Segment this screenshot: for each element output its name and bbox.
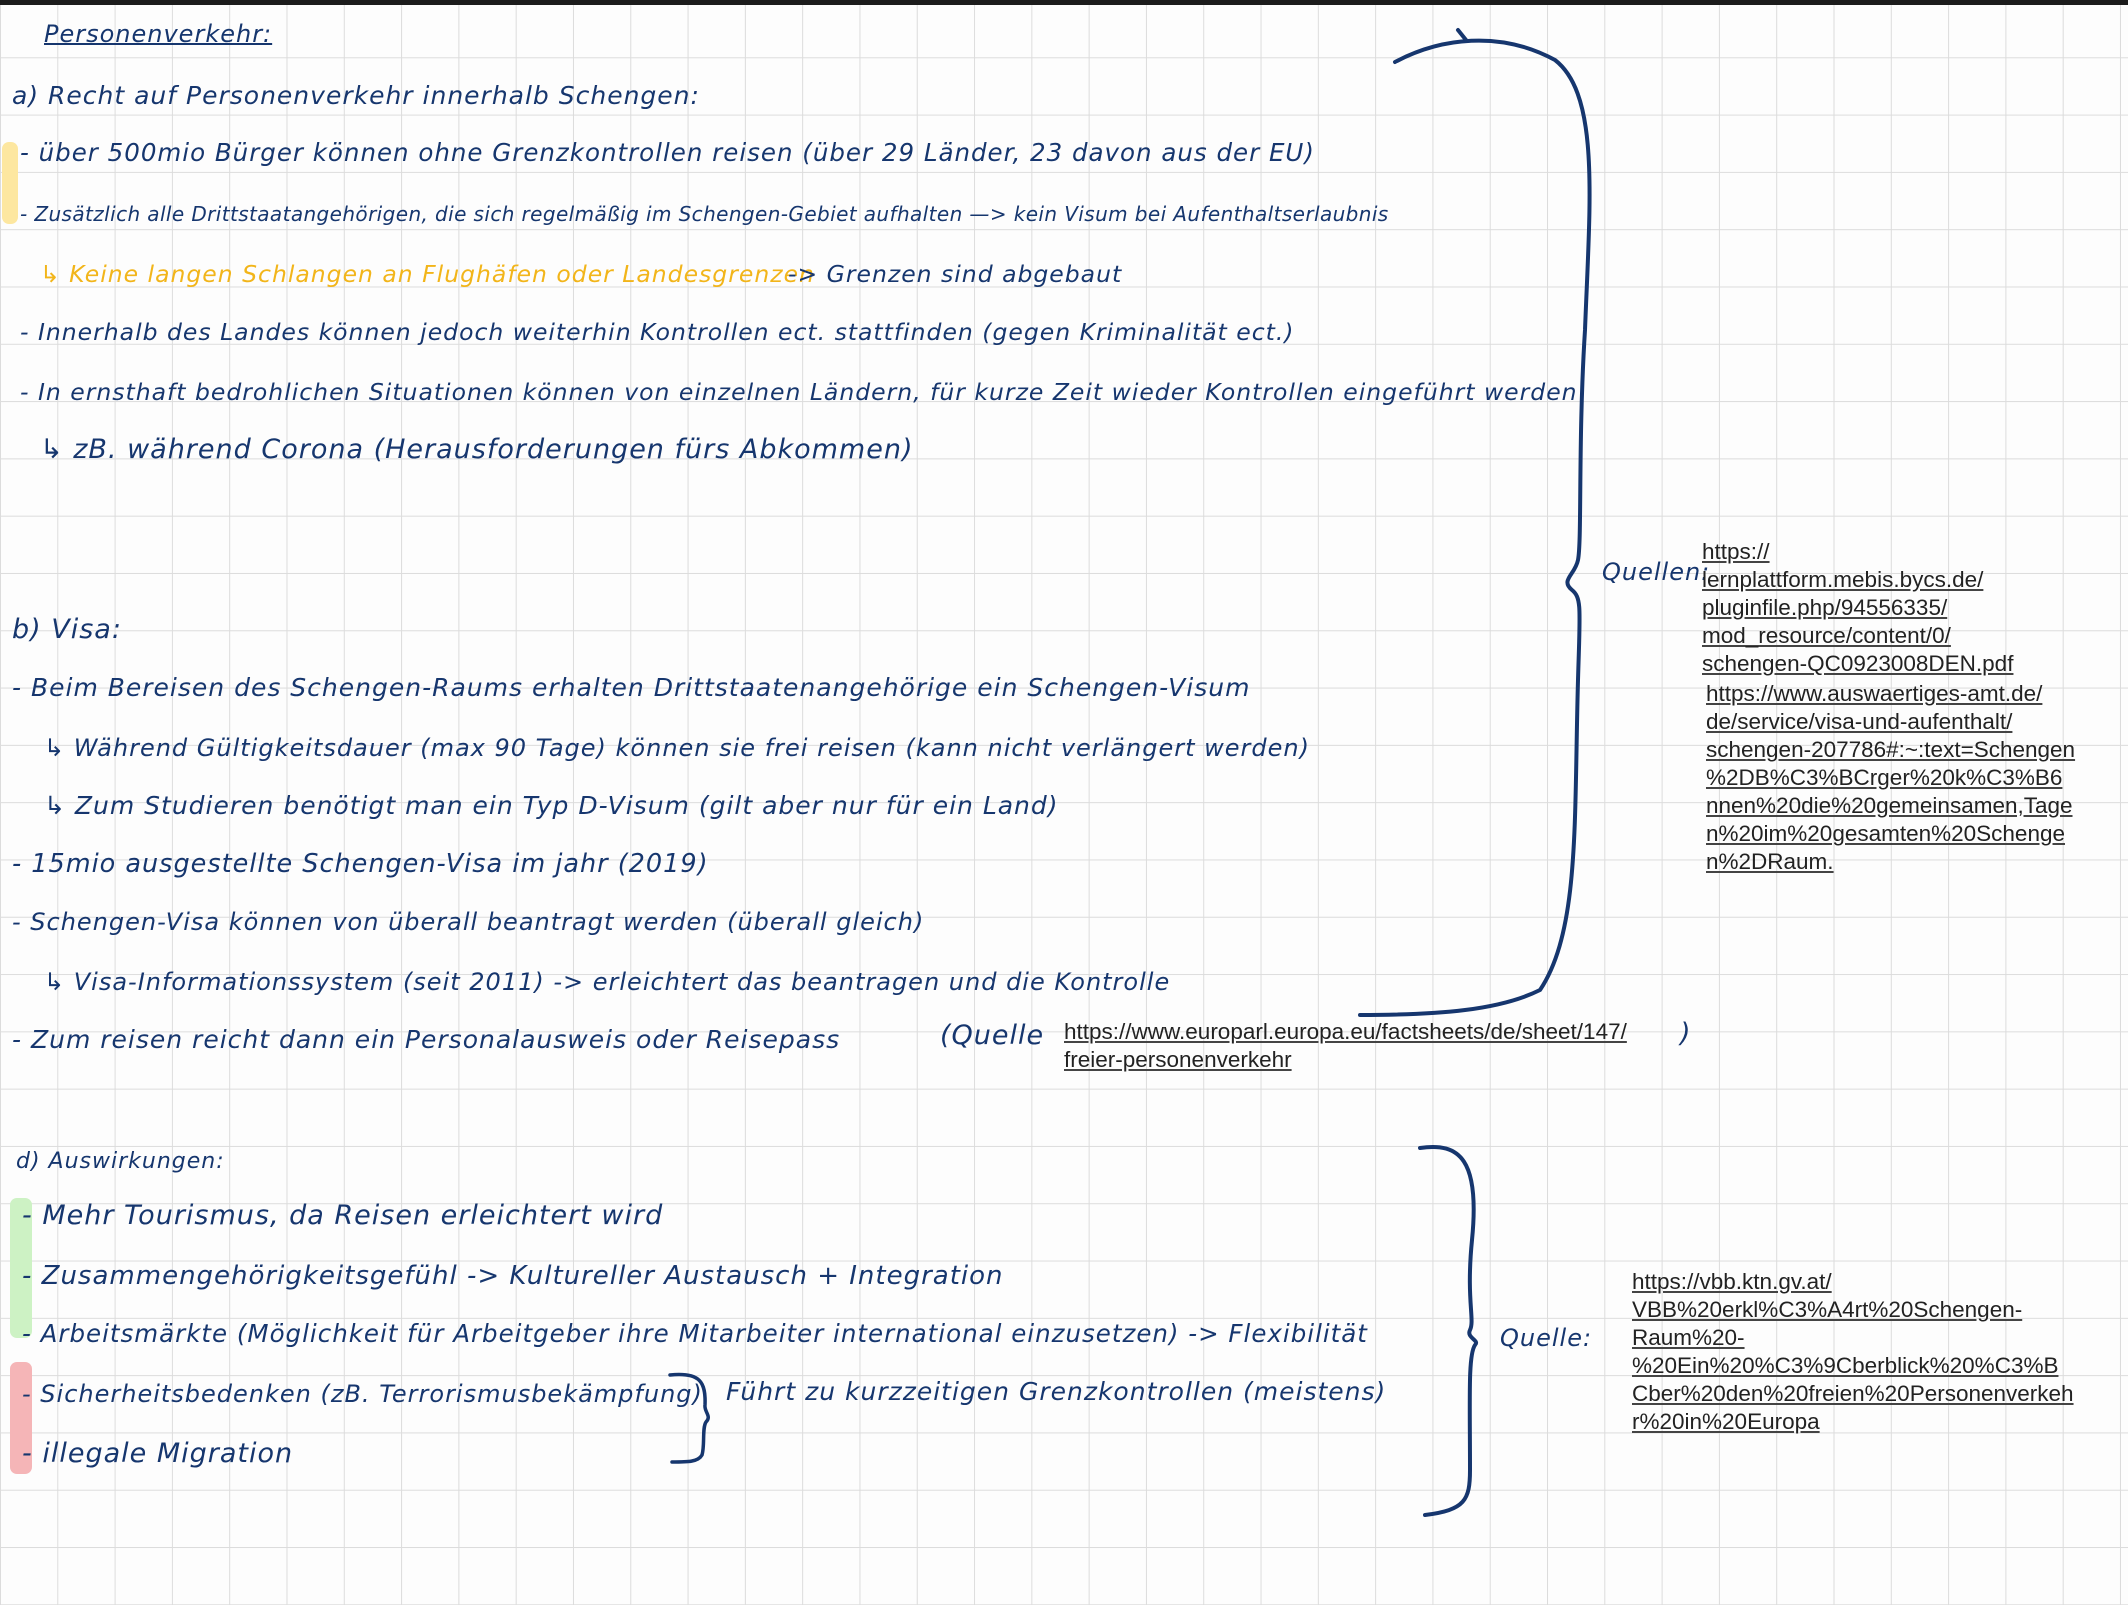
source-link-1-line[interactable]: https:// [1702, 539, 1770, 564]
section-d-brace [1418, 1145, 1479, 1517]
section-d-line-1: - Mehr Tourismus, da Reisen erleichtert … [22, 1200, 664, 1231]
section-b-line-1: - Beim Bereisen des Schengen-Raums erhal… [12, 673, 1251, 702]
section-b-line-2: ↳ Während Gültigkeitsdauer (max 90 Tage)… [44, 734, 1310, 762]
red-marker [10, 1362, 32, 1474]
source-link-1-line[interactable]: pluginfile.php/94556335/ [1702, 595, 1948, 620]
section-b-line-7: - Zum reisen reicht dann ein Personalaus… [12, 1025, 841, 1054]
main-brace-tip [1456, 28, 1468, 42]
source-link-1-line[interactable]: schengen-QC0923008DEN.pdf [1702, 651, 2014, 676]
section-d-line-5: - illegale Migration [22, 1438, 294, 1469]
source-link-2-line[interactable]: schengen-207786#:~:text=Schengen [1706, 737, 2076, 762]
section-a-line-6: ↳ zB. während Corona (Herausforderungen … [40, 434, 914, 465]
source-link-3-line[interactable]: https://vbb.ktn.gv.at/ [1632, 1269, 1832, 1294]
quelle-open: (Quelle [940, 1020, 1045, 1051]
section-d-line-2: - Zusammengehörigkeitsgefühl -> Kulturel… [22, 1261, 1004, 1291]
source-link-3-line[interactable]: VBB%20erkl%C3%A4rt%20Schengen- [1632, 1297, 2023, 1322]
sources-label: Quellen: [1602, 558, 1711, 586]
source-link-1-line[interactable]: mod_resource/content/0/ [1702, 623, 1951, 648]
quelle-link-europarl[interactable]: https://www.europarl.europa.eu/factsheet… [1064, 1019, 1627, 1044]
main-brace [1358, 38, 1592, 1017]
yellow-marker [2, 142, 18, 224]
section-b-line-6: ↳ Visa-Informationssystem (seit 2011) ->… [44, 968, 1171, 996]
section-b-line-4: - 15mio ausgestellte Schengen-Visa im ja… [12, 849, 709, 879]
source-link-2-line[interactable]: n%2DRaum. [1706, 849, 1834, 874]
green-marker [10, 1198, 32, 1338]
source-link-2-line[interactable]: %2DB%C3%BCrger%20k%C3%B6 [1706, 765, 2063, 790]
top-bar [0, 0, 2128, 5]
section-d-line-4: - Sicherheitsbedenken (zB. Terrorismusbe… [22, 1380, 703, 1408]
source-link-2-line[interactable]: n%20im%20gesamten%20Schenge [1706, 821, 2065, 846]
source-link-2-line[interactable]: nnen%20die%20gemeinsamen,Tage [1706, 793, 2073, 818]
section-a-line-1: - über 500mio Bürger können ohne Grenzko… [20, 138, 1315, 167]
section-a-line-3b: -> Grenzen sind abgebaut [788, 260, 1123, 288]
source-link-2-line[interactable]: https://www.auswaertiges-amt.de/ [1706, 681, 2043, 706]
source-link-3-line[interactable]: %20Ein%20%C3%9Cberblick%20%C3%B [1632, 1353, 2059, 1378]
source-link-1-line[interactable]: lernplattform.mebis.bycs.de/ [1702, 567, 1984, 592]
section-d-heading: d) Auswirkungen: [16, 1149, 225, 1174]
section-a-heading: a) Recht auf Personenverkehr innerhalb S… [12, 81, 700, 110]
page-title: Personenverkehr: [44, 20, 273, 48]
section-d-inner-note: Führt zu kurzzeitigen Grenzkontrollen (m… [726, 1377, 1387, 1406]
section-a-line-2: - Zusätzlich alle Drittstaatangehörigen,… [20, 202, 1389, 226]
section-b-line-5: - Schengen-Visa können von überall beant… [12, 908, 925, 936]
section-a-line-4: - Innerhalb des Landes können jedoch wei… [20, 318, 1295, 346]
quelle-close: ) [1680, 1018, 1692, 1049]
section-a-line-5: - In ernsthaft bedrohlichen Situationen … [20, 378, 1578, 406]
section-d-line-3: - Arbeitsmärkte (Möglichkeit für Arbeitg… [22, 1319, 1368, 1348]
source-link-3-line[interactable]: r%20in%20Europa [1632, 1409, 1820, 1434]
quelle-link-europarl-2[interactable]: freier-personenverkehr [1064, 1047, 1292, 1072]
quelle-label: Quelle: [1500, 1324, 1593, 1352]
source-link-2-line[interactable]: de/service/visa-und-aufenthalt/ [1706, 709, 2013, 734]
source-link-3-line[interactable]: Raum%20- [1632, 1325, 1745, 1350]
section-a-line-3: ↳ Keine langen Schlangen an Flughäfen od… [40, 260, 815, 288]
section-b-heading: b) Visa: [12, 614, 122, 645]
source-link-3-line[interactable]: Cber%20den%20freien%20Personenverkeh [1632, 1381, 2074, 1406]
section-b-line-3: ↳ Zum Studieren benötigt man ein Typ D-V… [44, 791, 1059, 820]
